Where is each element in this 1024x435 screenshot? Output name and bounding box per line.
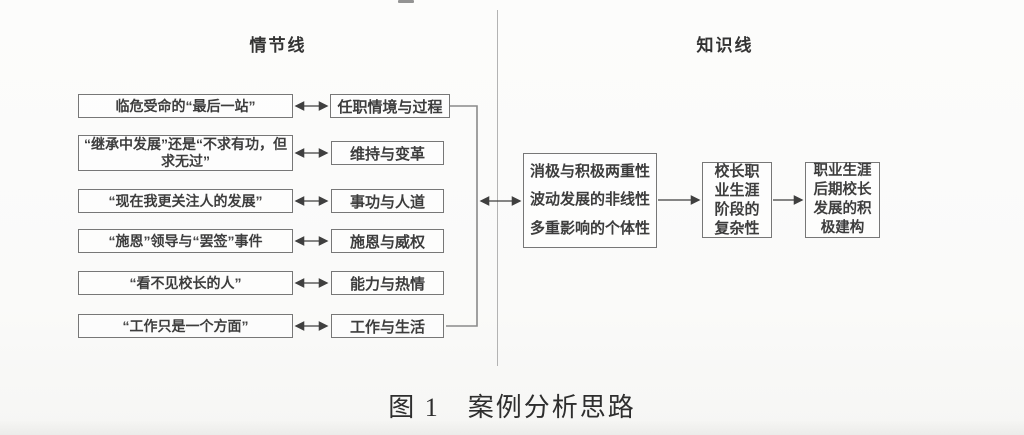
cropped-artifact bbox=[398, 0, 414, 3]
plot-theme-box-6: 工作与生活 bbox=[331, 314, 444, 338]
plot-theme-box-4: 施恩与威权 bbox=[331, 229, 444, 253]
career-stage-complexity-box: 校长职业生涯阶段的复杂性 bbox=[702, 162, 772, 238]
plot-event-box-1: 临危受命的“最后一站” bbox=[78, 94, 293, 118]
positive-construction-box: 职业生涯后期校长发展的积极建构 bbox=[805, 162, 880, 238]
figure-caption: 图 1 案例分析思路 bbox=[388, 393, 636, 422]
plot-theme-box-5: 能力与热情 bbox=[331, 271, 444, 295]
plot-event-box-2: “继承中发展”还是“不求有功，但求无过” bbox=[78, 135, 293, 171]
characteristic-line-1: 消极与积极两重性 bbox=[529, 163, 650, 181]
section-divider-line bbox=[497, 10, 498, 366]
plot-event-box-3: “现在我更关注人的发展” bbox=[78, 189, 293, 213]
plot-event-box-4: “施恩”领导与“罢签”事件 bbox=[78, 229, 293, 253]
plot-line-header: 情节线 bbox=[249, 36, 307, 55]
bottom-gradient bbox=[0, 419, 1024, 435]
plot-theme-box-1: 任职情境与过程 bbox=[330, 94, 450, 118]
characteristic-line-3: 多重影响的个体性 bbox=[529, 219, 650, 237]
characteristic-line-2: 波动发展的非线性 bbox=[529, 191, 650, 209]
plot-event-box-5: “看不见校长的人” bbox=[78, 271, 293, 295]
plot-theme-box-3: 事功与人道 bbox=[331, 189, 444, 213]
knowledge-line-header: 知识线 bbox=[696, 36, 754, 55]
plot-event-box-6: “工作只是一个方面” bbox=[78, 314, 293, 338]
plot-theme-box-2: 维持与变革 bbox=[331, 141, 444, 165]
knowledge-characteristics-box: 消极与积极两重性 波动发展的非线性 多重影响的个体性 bbox=[523, 153, 657, 248]
